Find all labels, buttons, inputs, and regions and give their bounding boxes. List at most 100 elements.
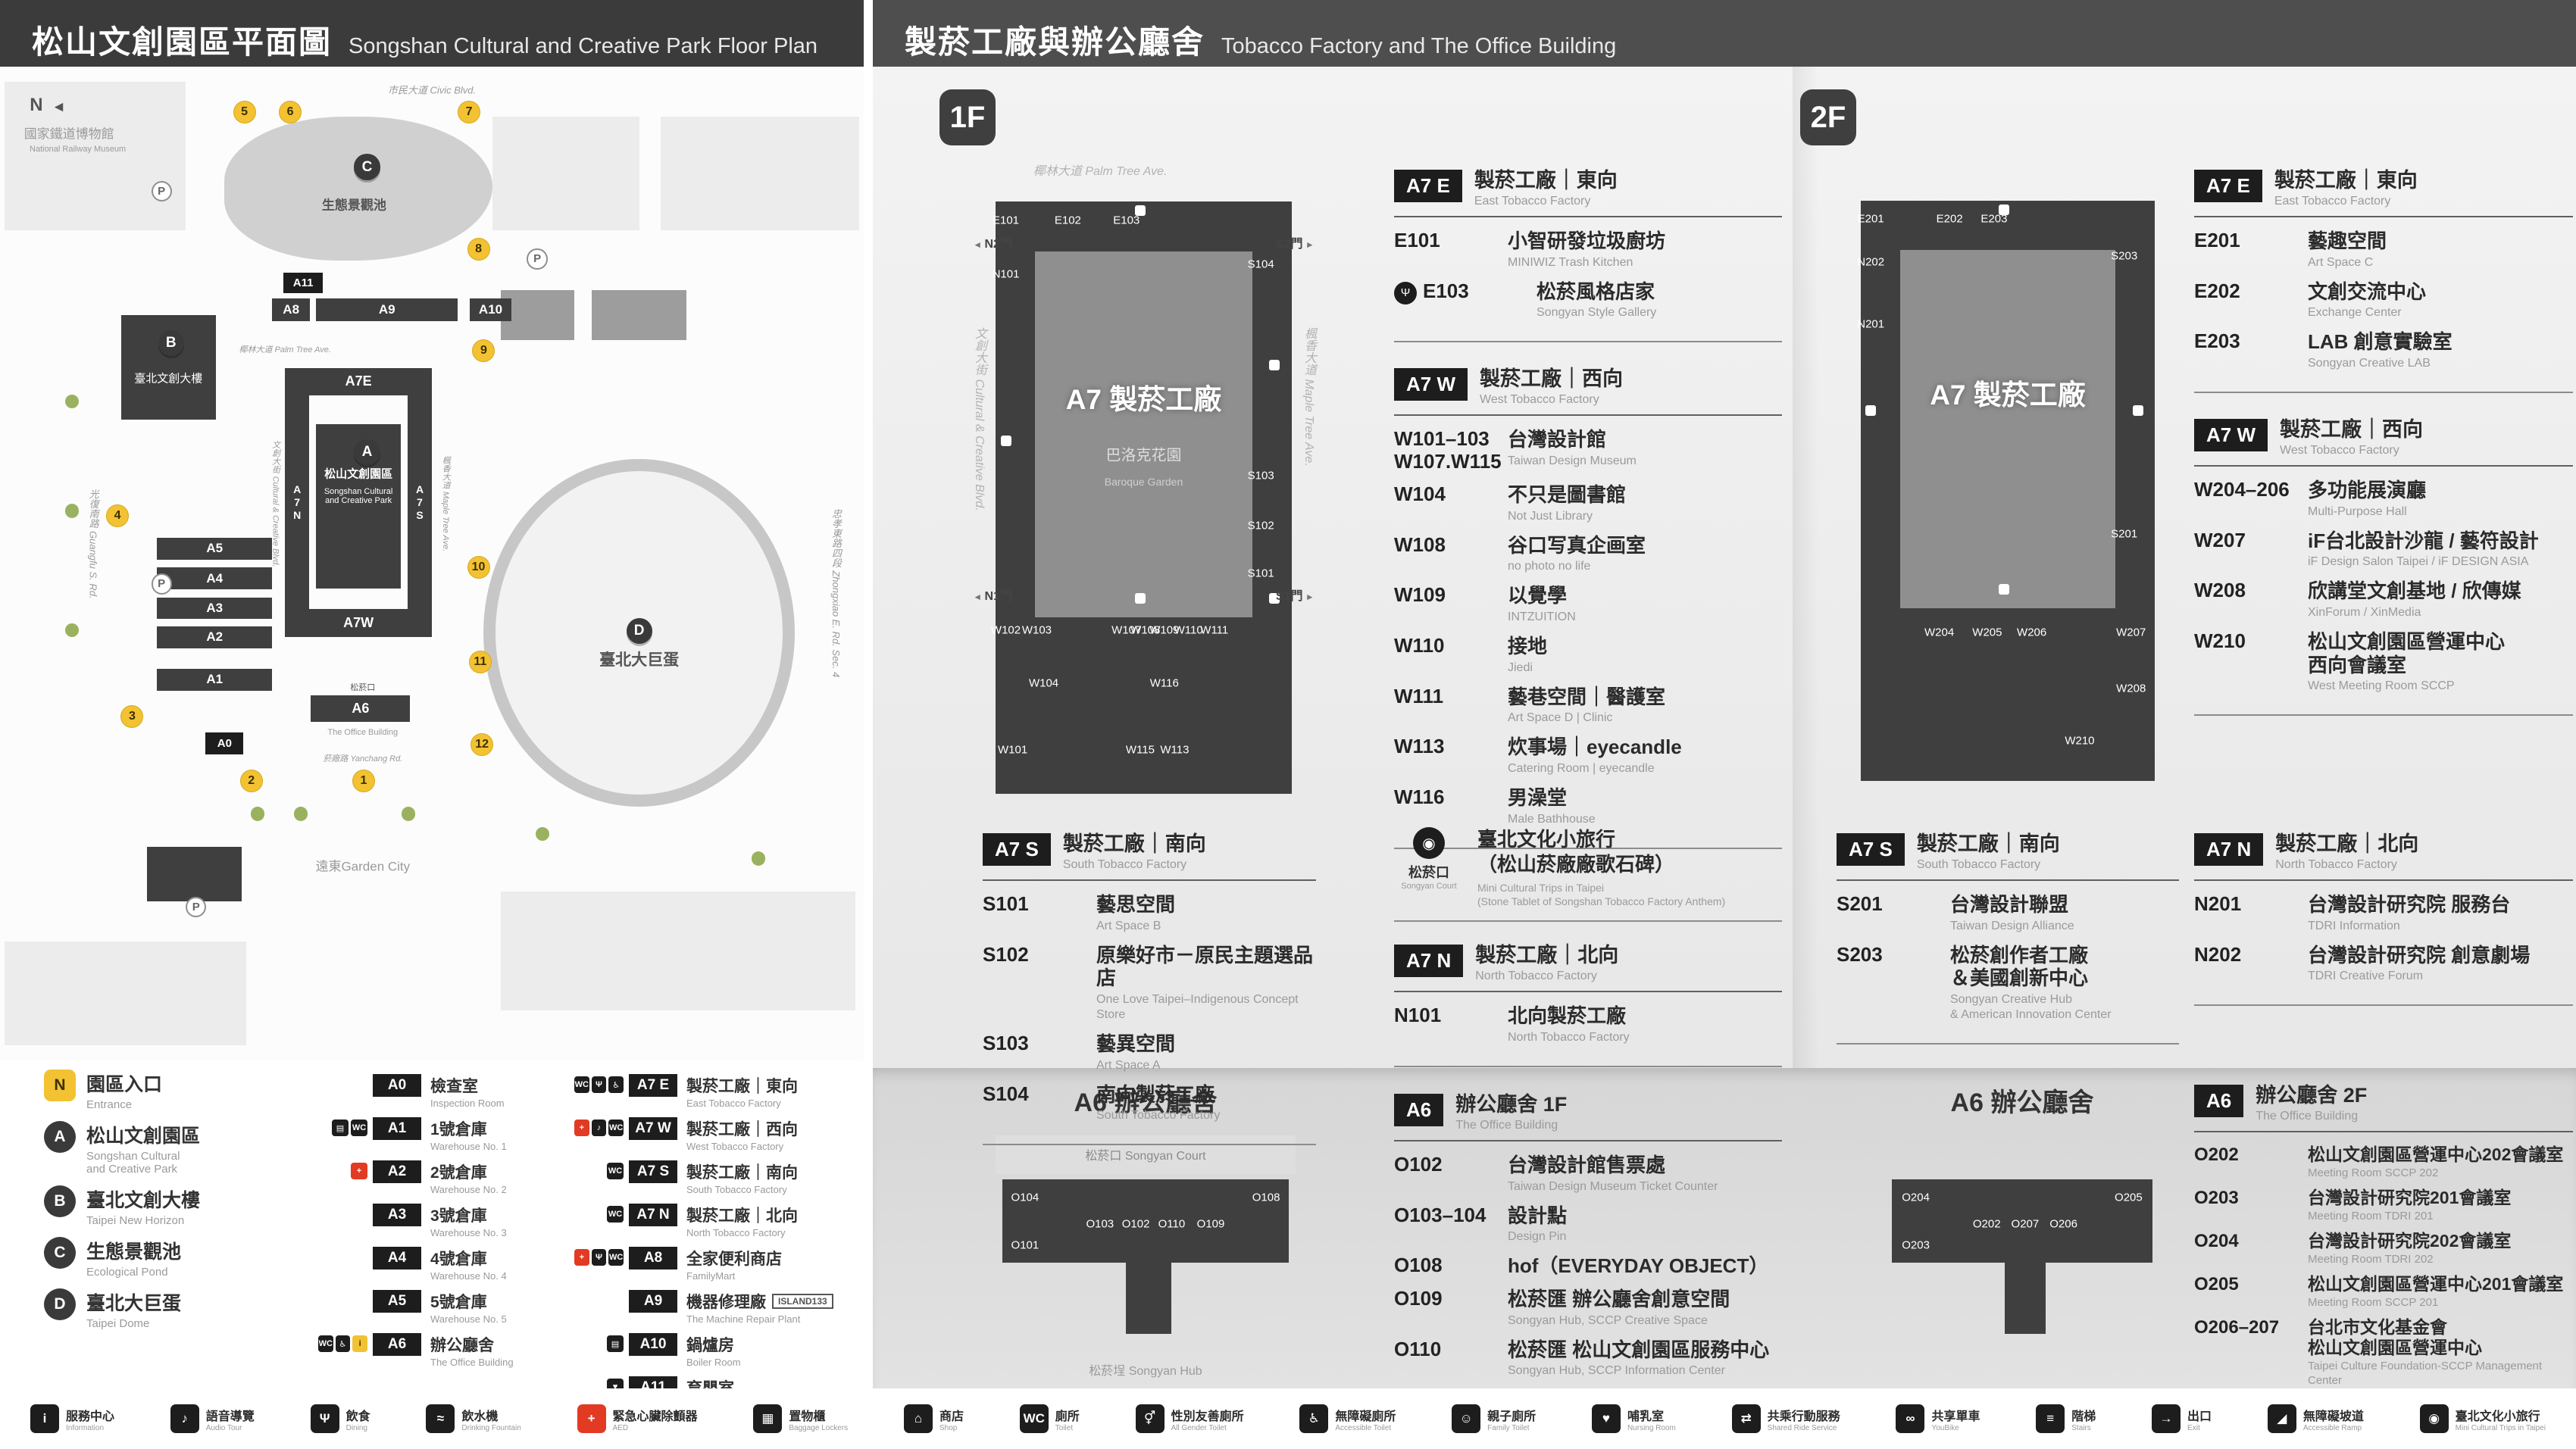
facility-legend-item: ∞ 共享單車 YouBike (1896, 1404, 1980, 1433)
room-name-en: Male Bathhouse (1508, 812, 1596, 826)
facility-legend-item: ◉ 臺北文化小旅行 Mini Cultural Trips in Taipei (2419, 1404, 2546, 1433)
room-id: E203 (2194, 329, 2240, 353)
legend-buildings-col1: A0 檢查室 Inspection Room ▤WC A1 1號倉庫 Wareh… (317, 1074, 568, 1376)
facility-icon: ⌂ (903, 1404, 933, 1433)
section-chip: A6 (1394, 1094, 1444, 1126)
map-label: N (30, 95, 43, 116)
legend-marker-key: B (44, 1185, 76, 1217)
room-name-zh: 多功能展演廳 (2308, 479, 2427, 502)
door-label: N2門 (973, 233, 1011, 251)
room-name-en: Jiedi (1508, 660, 1533, 674)
room-name-zh: 台灣設計館售票處 (1508, 1154, 1666, 1176)
facility-name-en: Shared Ride Service (1767, 1423, 1837, 1432)
map-shape: A10 (470, 298, 511, 321)
legend-marker-zh: 臺北文創大樓 (86, 1190, 201, 1211)
room-name-en: One Love Taipei–Indigenous Concept Store (1096, 993, 1299, 1022)
facility-legend-item: i 服務中心 Information (30, 1404, 114, 1433)
room-id: W104 (1394, 482, 1446, 506)
room-label: N101 (992, 267, 1020, 281)
door-label: S2門 (1276, 233, 1315, 251)
entrance-number-marker: 3 (120, 705, 144, 729)
room-id: S103 (983, 1032, 1029, 1055)
facility-icon: ♥ (1591, 1404, 1621, 1433)
legend-building-row: WC♿i A6 辦公廳舍 The Office Building (317, 1333, 568, 1368)
facility-name-en: Information (66, 1423, 105, 1432)
office-building-shape (1892, 1179, 2152, 1263)
facility-legend-item: ☺ 親子廁所 Family Toilet (1452, 1404, 1536, 1433)
room-label: W101 (998, 743, 1028, 757)
room-id: W210 (2194, 629, 2246, 653)
building-name-zh: 製菸工廠｜東向 (686, 1078, 798, 1095)
building-name-zh: 鍋爐房 (686, 1337, 734, 1354)
room-id: W207 (2194, 528, 2246, 551)
map-shape: A9 (316, 298, 458, 321)
section-chip: A7 S (1837, 833, 1905, 866)
building-name-en: Warehouse No. 2 (430, 1184, 507, 1195)
legend-marker-key: A (44, 1121, 76, 1153)
map-label: ◄ (52, 98, 66, 115)
park-title-zh: 松山文創園區平面圖 (32, 24, 333, 60)
room-name-en: Meeting Room TDRI 202 (2308, 1252, 2434, 1266)
building-name-zh: 製菸工廠｜北向 (686, 1207, 798, 1225)
factory-header: 製菸工廠與辦公廳舍 Tobacco Factory and The Office… (873, 0, 2576, 67)
map-shape (535, 826, 550, 842)
section-chip: A7 E (2194, 170, 2262, 202)
room-name-zh: 松菸風格店家 (1537, 279, 1655, 303)
facility-icon: + (574, 1249, 589, 1266)
map-shape: A11 (283, 272, 324, 294)
room-label: W207 (2116, 626, 2146, 639)
walking-tour-icon: ◉ (1413, 827, 1445, 859)
room-name-en: Art Space D | Clinic (1508, 711, 1613, 725)
room-label: O103 (1086, 1217, 1114, 1231)
map-label: 臺北文創大樓 (134, 372, 203, 386)
courtyard-shape (1035, 251, 1252, 618)
room-name-zh: 谷口写真企画室 (1508, 533, 1646, 557)
section-chip: A7 W (2194, 419, 2268, 452)
facility-legend-item: ≈ 飲水機 Drinking Fountain (426, 1404, 521, 1433)
room-label: W208 (2116, 682, 2146, 695)
legend-marker-row: A 松山文創園區 Songshan Cultural and Creative … (44, 1121, 309, 1176)
map-shape: P (186, 896, 207, 918)
map-shape: P (151, 573, 172, 595)
courtyard-label-en: Baroque Garden (1104, 476, 1183, 489)
room-id: O103–104 (1394, 1203, 1487, 1226)
room-label: O101 (1011, 1238, 1039, 1252)
facility-icon: WC (574, 1076, 589, 1093)
map-shape (501, 891, 855, 1011)
map-shape (64, 623, 79, 638)
facility-name-en: Mini Cultural Trips in Taipei (2455, 1423, 2546, 1432)
facility-icon: WC (351, 1120, 367, 1136)
map-shape (64, 504, 79, 518)
building-name-zh: 辦公廳舍 (430, 1337, 494, 1354)
room-name-en: Meeting Room SCCP 201 (2308, 1295, 2439, 1309)
facility-name-en: Stairs (2071, 1423, 2091, 1432)
facility-legend-item: ⇄ 共乘行動服務 Shared Ride Service (1731, 1404, 1840, 1433)
legend-marker-zh: 松山文創園區 (86, 1126, 201, 1147)
facility-icon: ♪ (170, 1404, 199, 1433)
room-id: S201 (1837, 892, 1883, 915)
legend-building-row: A0 檢查室 Inspection Room (318, 1074, 568, 1109)
entrance-number-marker: 12 (470, 732, 494, 756)
office-building-stem (1126, 1260, 1172, 1335)
room-id: O206–207 (2194, 1316, 2280, 1338)
map-shape: A5 (157, 537, 273, 560)
building-key-chip: A7 W (629, 1117, 677, 1140)
map-shape (4, 81, 186, 231)
room-name-en: Taiwan Design Alliance (1950, 919, 2074, 932)
room-name-en: Taipei Culture Foundation-SCCP Managemen… (2308, 1359, 2543, 1387)
building-name-en: Inspection Room (430, 1098, 505, 1109)
park-header: 松山文創園區平面圖 Songshan Cultural and Creative… (0, 0, 864, 67)
floor-badge-1f: 1F (939, 89, 996, 145)
room-name-zh: 台灣設計研究院201會議室 (2308, 1187, 2512, 1207)
